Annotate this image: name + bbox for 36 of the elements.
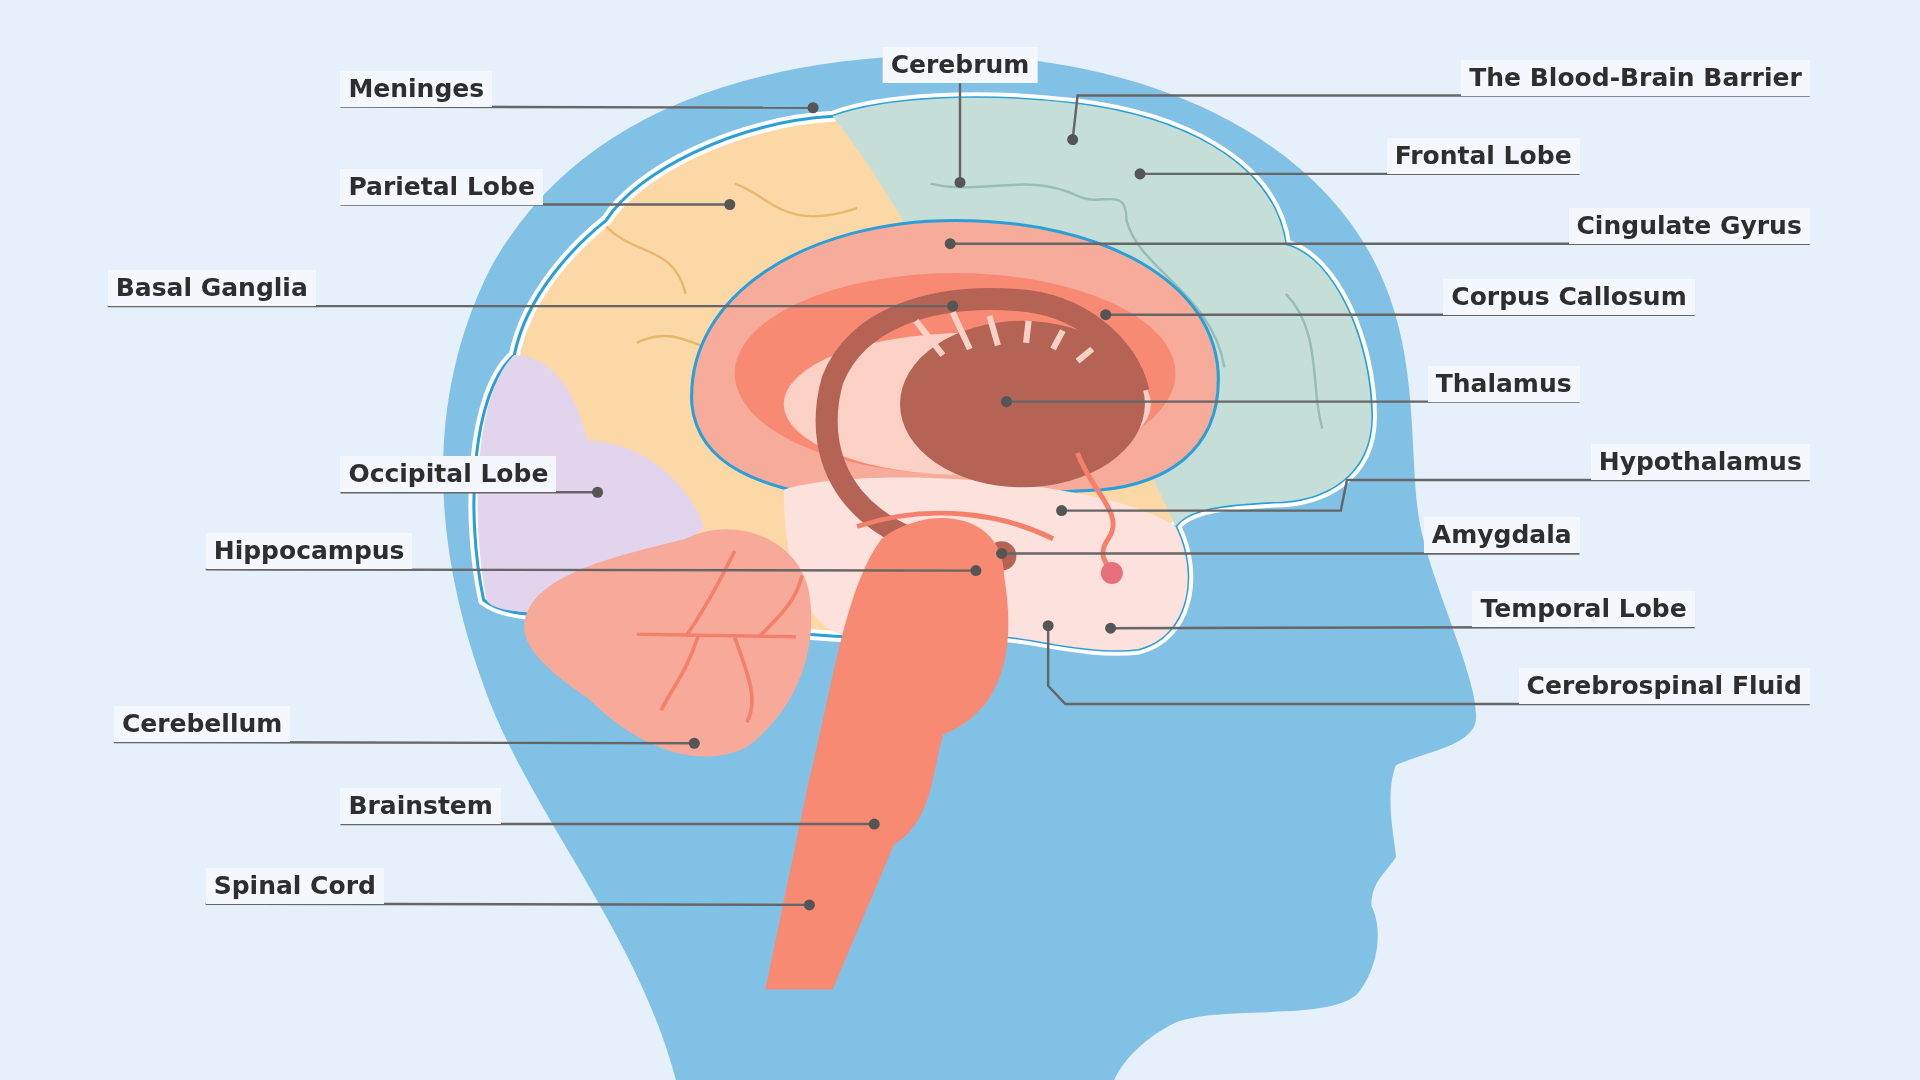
leader-line bbox=[340, 199, 736, 210]
leader-line bbox=[1042, 620, 1810, 706]
leader-line bbox=[205, 565, 982, 577]
part-label: Cingulate Gyrus bbox=[1568, 207, 1810, 244]
leader-line bbox=[1134, 168, 1580, 180]
part-label: Cerebellum bbox=[113, 706, 291, 743]
part-label: Corpus Callosum bbox=[1443, 278, 1695, 315]
leader-line bbox=[1001, 396, 1580, 408]
leader-line bbox=[205, 899, 815, 911]
part-label: Occipital Lobe bbox=[340, 456, 557, 493]
leader-line bbox=[996, 547, 1580, 559]
leader-line bbox=[1105, 622, 1695, 634]
part-label: Cerebrospinal Fluid bbox=[1518, 668, 1810, 705]
leader-line bbox=[113, 737, 700, 749]
leader-line bbox=[340, 818, 880, 830]
leader-line bbox=[340, 486, 604, 498]
leader-line bbox=[340, 102, 819, 114]
part-label: Hypothalamus bbox=[1590, 444, 1810, 480]
part-label: Brainstem bbox=[340, 788, 501, 825]
part-label: Amygdala bbox=[1423, 517, 1580, 554]
part-label: Thalamus bbox=[1427, 365, 1580, 402]
leader-line bbox=[954, 83, 966, 188]
leader-line bbox=[1067, 94, 1810, 146]
part-label: Meninges bbox=[340, 70, 493, 107]
leader-line bbox=[1056, 478, 1810, 517]
part-label: Frontal Lobe bbox=[1386, 137, 1580, 174]
leader-line bbox=[944, 238, 1810, 250]
leader-line bbox=[1100, 309, 1695, 321]
part-label: Hippocampus bbox=[205, 533, 413, 570]
part-label: Temporal Lobe bbox=[1472, 590, 1695, 627]
part-label: Cerebrum bbox=[882, 47, 1038, 84]
part-label: Spinal Cord bbox=[205, 867, 384, 904]
part-label: Parietal Lobe bbox=[340, 168, 543, 205]
leader-line bbox=[107, 300, 959, 312]
part-label: Basal Ganglia bbox=[107, 270, 316, 307]
part-label: The Blood-Brain Barrier bbox=[1461, 59, 1810, 96]
